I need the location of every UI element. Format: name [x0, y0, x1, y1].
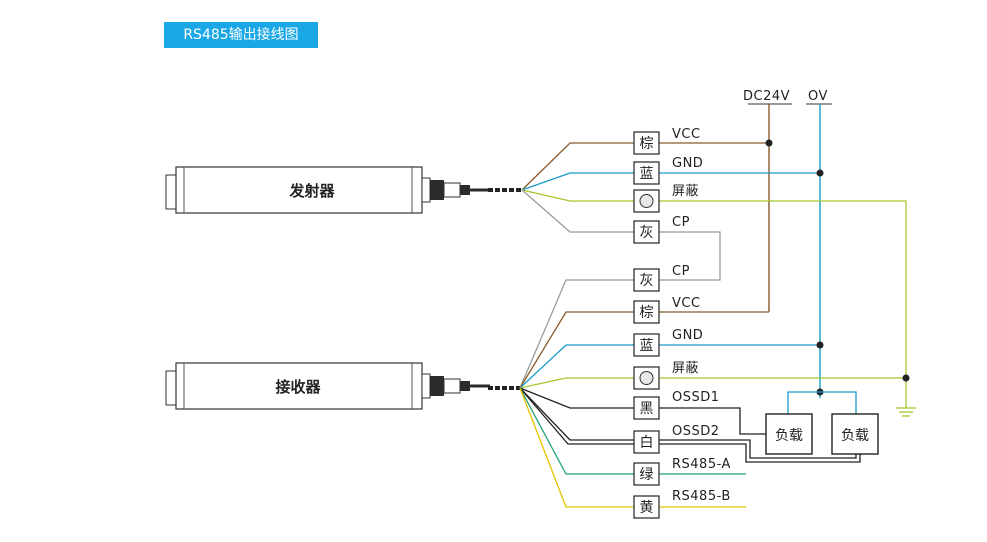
- vcc-junction-top: [765, 139, 773, 147]
- cp-link-wire: [659, 231, 721, 281]
- wire-code-brown: 棕: [640, 136, 654, 152]
- wire-code-white: 白: [640, 435, 654, 451]
- wire-signal-label: RS485-A: [672, 457, 731, 472]
- wire-signal-label: OSSD1: [672, 390, 720, 405]
- shield-junction: [902, 374, 910, 382]
- load-2-label: 负载: [841, 428, 869, 444]
- gnd-junction-top: [816, 169, 824, 177]
- ground-icon: [896, 407, 916, 417]
- wire-signal-label: GND: [672, 328, 703, 343]
- receiver-device: 接收器: [165, 362, 490, 410]
- power-rails: DC24V OV: [743, 89, 832, 398]
- load-1-label: 负载: [775, 428, 803, 444]
- emitter-wire-shield: 屏蔽: [633, 184, 699, 213]
- gnd-junction-mid: [816, 341, 824, 349]
- shield-icon: [639, 194, 654, 208]
- emitter-wire-gnd: 蓝 GND: [633, 156, 703, 185]
- wire-code-black: 黑: [640, 401, 654, 417]
- wire-signal-label: RS485-B: [672, 489, 731, 504]
- diagram-title: RS485输出接线图: [164, 22, 318, 48]
- wire-signal-label: CP: [672, 264, 690, 279]
- emitter-label: 发射器: [288, 182, 335, 200]
- emitter-wire-vcc: 棕 VCC: [633, 127, 701, 155]
- wire-code-gray: 灰: [640, 273, 654, 289]
- receiver-wire-gnd: 蓝 GND: [633, 328, 703, 357]
- wire-signal-label: 屏蔽: [672, 184, 699, 199]
- wire-signal-label: GND: [672, 156, 703, 171]
- receiver-wire-ossd1: 黑 OSSD1: [633, 390, 720, 420]
- receiver-label: 接收器: [275, 378, 321, 396]
- wire-code-green: 绿: [640, 467, 654, 483]
- receiver-wire-vcc: 棕 VCC: [633, 296, 701, 324]
- wire-signal-label: CP: [672, 215, 690, 230]
- dc24v-label: DC24V: [743, 89, 790, 104]
- receiver-wire-ossd2: 白 OSSD2: [633, 424, 720, 454]
- wire-code-yellow: 黄: [640, 499, 654, 516]
- receiver-wire-shield: 屏蔽: [633, 361, 699, 390]
- receiver-wire-rs485a: 绿 RS485-A: [633, 457, 731, 486]
- shield-icon: [639, 371, 654, 385]
- zero-v-label: OV: [808, 89, 828, 104]
- receiver-wire-rs485b: 黄 RS485-B: [633, 489, 731, 519]
- load-gnd-wire: [787, 391, 857, 414]
- load-2: 负载: [831, 413, 879, 455]
- load-1: 负载: [765, 413, 813, 455]
- wire-signal-label: 屏蔽: [672, 361, 699, 376]
- wire-signal-label: OSSD2: [672, 424, 720, 439]
- wire-signal-label: VCC: [672, 296, 701, 311]
- wire-signal-label: VCC: [672, 127, 701, 142]
- wire-code-gray: 灰: [640, 225, 654, 241]
- emitter-device: 发射器: [165, 166, 490, 214]
- receiver-wire-cp: 灰 CP: [633, 264, 690, 292]
- wire-code-brown: 棕: [640, 305, 654, 321]
- wire-code-blue: 蓝: [640, 166, 654, 182]
- emitter-wire-cp: 灰 CP: [633, 215, 690, 244]
- wire-code-blue: 蓝: [640, 338, 654, 354]
